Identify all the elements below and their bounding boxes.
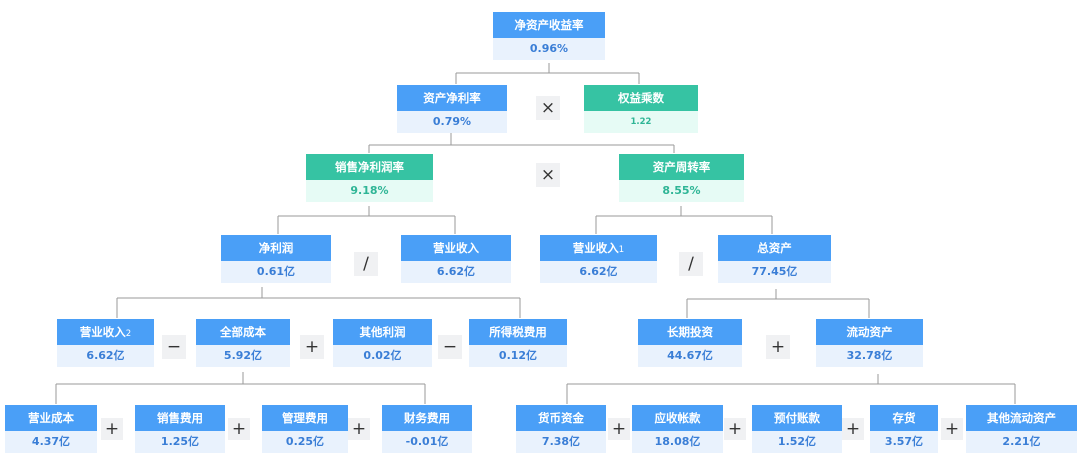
node-value: 9.18% [306,180,433,202]
node-title: 存货 [870,405,938,431]
minus-operator: − [162,335,186,359]
node-title: 流动资产 [816,319,923,345]
node-title: 其他流动资产 [966,405,1077,431]
node-total-cost[interactable]: 全部成本 5.92亿 [196,319,290,367]
node-title: 管理费用 [262,405,348,431]
node-equity-multiplier[interactable]: 权益乘数 1.22 [584,85,698,133]
node-title: 营业收入 [401,235,511,261]
node-value: -0.01亿 [382,431,472,453]
node-roa[interactable]: 资产净利率 0.79% [397,85,507,133]
plus-operator: + [228,418,250,440]
plus-operator: + [941,418,963,440]
plus-operator: + [842,418,864,440]
node-title: 资产周转率 [619,154,744,180]
node-value: 2.21亿 [966,431,1077,453]
node-title-text: 营业收入 [572,241,619,255]
node-title-superscript: 2 [125,329,132,339]
node-value: 1.22 [584,111,698,133]
node-finance-expense[interactable]: 财务费用 -0.01亿 [382,405,472,453]
node-value: 77.45亿 [718,261,831,283]
node-value: 32.78亿 [816,345,923,367]
plus-operator: + [101,418,123,440]
node-cash[interactable]: 货币资金 7.38亿 [516,405,606,453]
node-value: 0.02亿 [333,345,432,367]
plus-operator: + [348,418,370,440]
node-title: 营业成本 [5,405,97,431]
node-income-tax[interactable]: 所得税费用 0.12亿 [469,319,567,367]
node-other-current[interactable]: 其他流动资产 2.21亿 [966,405,1077,453]
node-title: 所得税费用 [469,319,567,345]
node-title-text: 营业收入 [79,325,126,339]
node-long-term-invest[interactable]: 长期投资 44.67亿 [638,319,742,367]
node-receivables[interactable]: 应收帐款 18.08亿 [632,405,723,453]
node-title-superscript: 1 [618,245,625,255]
node-asset-turnover[interactable]: 资产周转率 8.55% [619,154,744,202]
node-title: 财务费用 [382,405,472,431]
node-title: 权益乘数 [584,85,698,111]
node-selling-expense[interactable]: 销售费用 1.25亿 [135,405,225,453]
node-value: 0.61亿 [221,261,331,283]
plus-operator: + [724,418,746,440]
node-title: 其他利润 [333,319,432,345]
node-revenue-b[interactable]: 营业收入1 6.62亿 [540,235,657,283]
node-value: 0.79% [397,111,507,133]
node-title: 预付账款 [752,405,842,431]
node-title: 营业收入1 [540,235,657,261]
node-title: 净利润 [221,235,331,261]
node-title: 货币资金 [516,405,606,431]
node-total-assets[interactable]: 总资产 77.45亿 [718,235,831,283]
node-value: 1.25亿 [135,431,225,453]
node-title: 长期投资 [638,319,742,345]
node-value: 3.57亿 [870,431,938,453]
node-revenue-a[interactable]: 营业收入 6.62亿 [401,235,511,283]
node-value: 8.55% [619,180,744,202]
node-title: 全部成本 [196,319,290,345]
node-value: 44.67亿 [638,345,742,367]
node-value: 6.62亿 [540,261,657,283]
divide-operator: ∕ [679,252,703,276]
node-net-profit[interactable]: 净利润 0.61亿 [221,235,331,283]
node-value: 18.08亿 [632,431,723,453]
times-operator: × [536,96,560,120]
node-title: 销售费用 [135,405,225,431]
node-net-margin[interactable]: 销售净利润率 9.18% [306,154,433,202]
node-value: 7.38亿 [516,431,606,453]
node-value: 6.62亿 [57,345,154,367]
node-title: 总资产 [718,235,831,261]
node-value: 0.96% [493,38,605,60]
node-prepayments[interactable]: 预付账款 1.52亿 [752,405,842,453]
node-operating-cost[interactable]: 营业成本 4.37亿 [5,405,97,453]
node-admin-expense[interactable]: 管理费用 0.25亿 [262,405,348,453]
node-value: 0.25亿 [262,431,348,453]
minus-operator: − [438,335,462,359]
plus-operator: + [300,335,324,359]
node-other-profit[interactable]: 其他利润 0.02亿 [333,319,432,367]
node-title: 应收帐款 [632,405,723,431]
node-value: 4.37亿 [5,431,97,453]
node-title: 营业收入2 [57,319,154,345]
node-title: 净资产收益率 [493,12,605,38]
node-value: 0.12亿 [469,345,567,367]
node-current-assets[interactable]: 流动资产 32.78亿 [816,319,923,367]
node-value: 6.62亿 [401,261,511,283]
node-title: 资产净利率 [397,85,507,111]
node-value: 5.92亿 [196,345,290,367]
plus-operator: + [608,418,630,440]
plus-operator: + [766,335,790,359]
node-title: 销售净利润率 [306,154,433,180]
node-roe[interactable]: 净资产收益率 0.96% [493,12,605,60]
node-revenue-c[interactable]: 营业收入2 6.62亿 [57,319,154,367]
divide-operator: ∕ [354,252,378,276]
times-operator: × [536,163,560,187]
node-value: 1.52亿 [752,431,842,453]
node-inventory[interactable]: 存货 3.57亿 [870,405,938,453]
